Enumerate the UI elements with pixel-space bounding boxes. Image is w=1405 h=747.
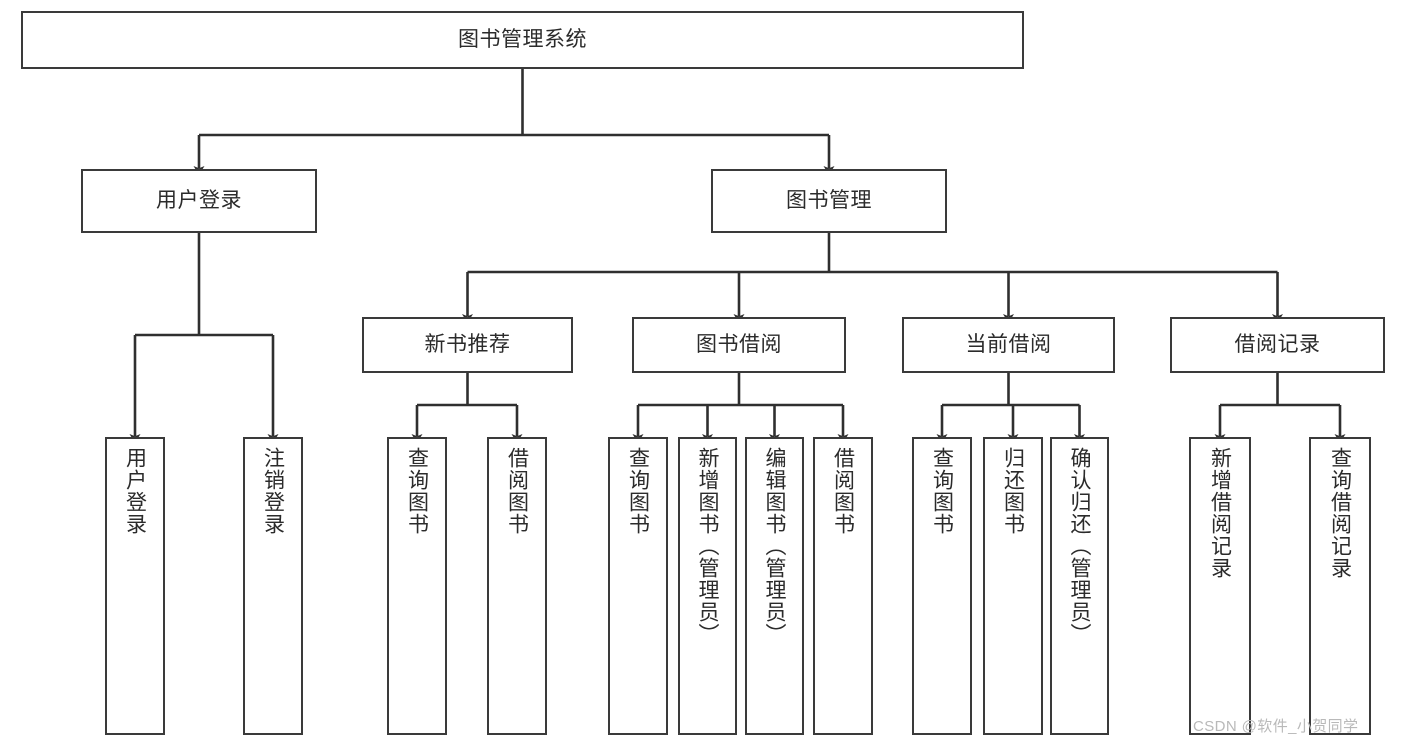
node-label-l2_0: 新书推荐 — [424, 332, 511, 356]
node-leaf_7[interactable]: 借阅图书 — [813, 437, 873, 735]
node-label-leaf_2: 查询图书 — [405, 447, 429, 535]
node-label-leaf_7: 借阅图书 — [831, 447, 855, 535]
node-leaf_9[interactable]: 归还图书 — [983, 437, 1043, 735]
node-leaf_12[interactable]: 查询借阅记录 — [1309, 437, 1371, 735]
node-label-l2_1: 图书借阅 — [696, 332, 782, 356]
node-leaf_6[interactable]: 编辑图书（管理员） — [745, 437, 804, 735]
csdn-watermark: CSDN @软件_小贺同学 — [1193, 718, 1359, 735]
node-label-leaf_10: 确认归还（管理员） — [1068, 447, 1091, 645]
node-label-l2_2: 当前借阅 — [965, 332, 1052, 356]
node-leaf_4[interactable]: 查询图书 — [608, 437, 668, 735]
node-l2_2[interactable]: 当前借阅 — [902, 317, 1115, 373]
node-label-l2_3: 借阅记录 — [1234, 332, 1321, 356]
node-label-leaf_11: 新增借阅记录 — [1208, 447, 1232, 579]
node-l1_1[interactable]: 图书管理 — [711, 169, 947, 233]
node-l2_0[interactable]: 新书推荐 — [362, 317, 573, 373]
node-leaf_1[interactable]: 注销登录 — [243, 437, 303, 735]
node-label-leaf_3: 借阅图书 — [505, 447, 529, 535]
node-root[interactable]: 图书管理系统 — [21, 11, 1024, 69]
node-label-leaf_5: 新增图书（管理员） — [696, 447, 719, 645]
node-label-leaf_4: 查询图书 — [626, 447, 650, 535]
node-leaf_10[interactable]: 确认归还（管理员） — [1050, 437, 1109, 735]
node-leaf_8[interactable]: 查询图书 — [912, 437, 972, 735]
node-leaf_5[interactable]: 新增图书（管理员） — [678, 437, 737, 735]
node-label-leaf_0: 用户登录 — [123, 447, 147, 535]
node-leaf_3[interactable]: 借阅图书 — [487, 437, 547, 735]
node-label-leaf_6: 编辑图书（管理员） — [763, 447, 786, 645]
node-leaf_0[interactable]: 用户登录 — [105, 437, 165, 735]
node-leaf_2[interactable]: 查询图书 — [387, 437, 447, 735]
node-label-leaf_12: 查询借阅记录 — [1328, 447, 1352, 579]
node-label-leaf_8: 查询图书 — [930, 447, 954, 535]
node-l2_1[interactable]: 图书借阅 — [632, 317, 846, 373]
node-label-leaf_9: 归还图书 — [1001, 447, 1025, 535]
node-l2_3[interactable]: 借阅记录 — [1170, 317, 1385, 373]
node-label-leaf_1: 注销登录 — [261, 447, 285, 535]
node-leaf_11[interactable]: 新增借阅记录 — [1189, 437, 1251, 735]
node-label-l1_0: 用户登录 — [156, 188, 242, 212]
node-l1_0[interactable]: 用户登录 — [81, 169, 317, 233]
node-label-root: 图书管理系统 — [458, 27, 587, 51]
node-label-l1_1: 图书管理 — [786, 188, 872, 212]
